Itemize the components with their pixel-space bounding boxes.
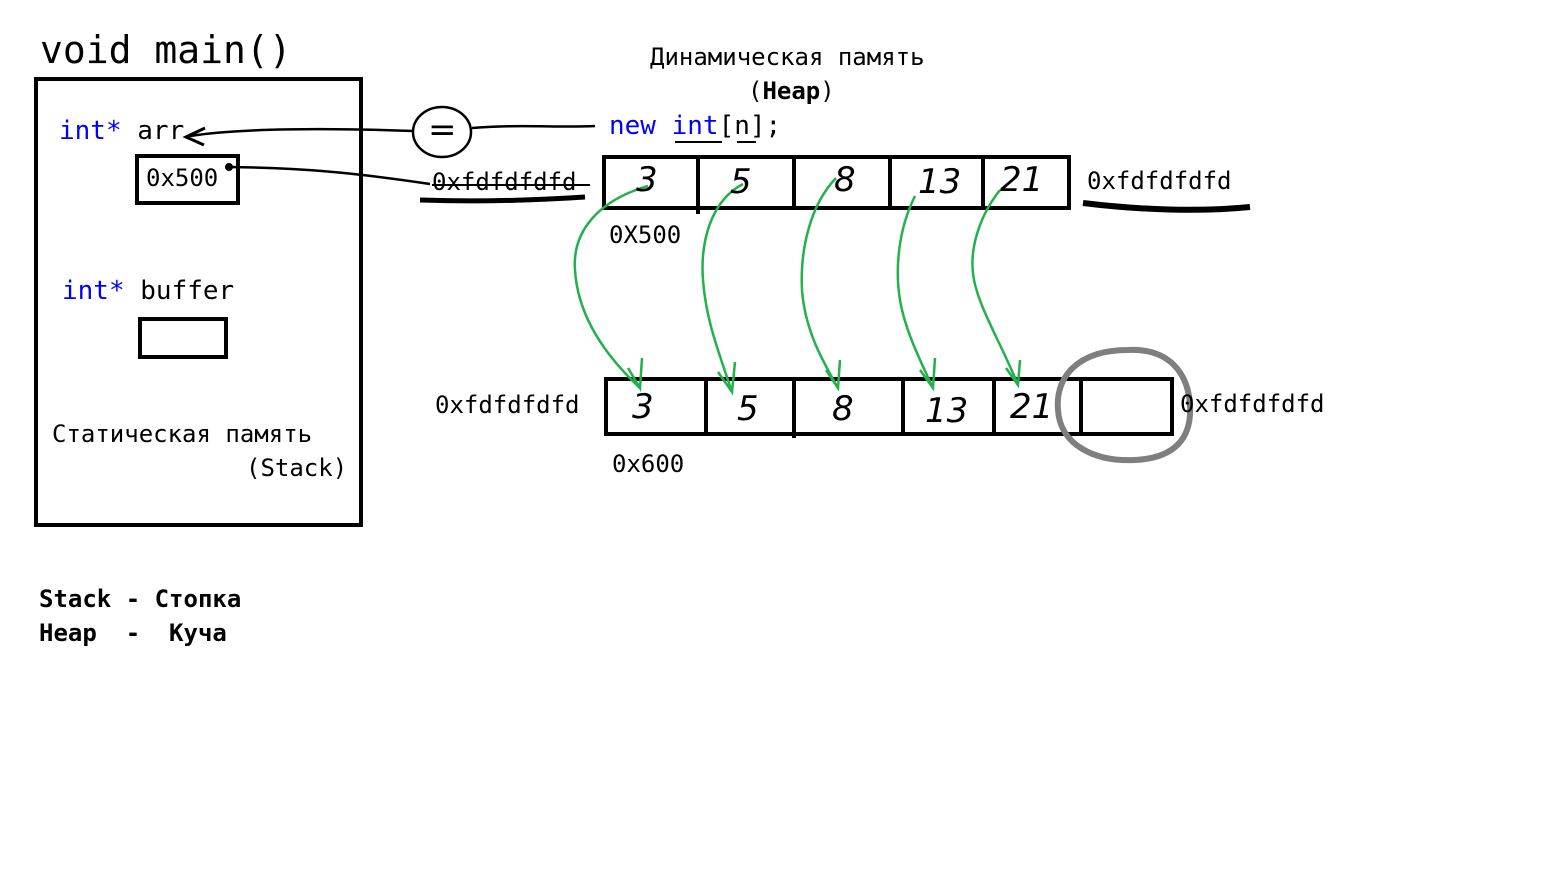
array2-cell-value: 3 bbox=[632, 387, 654, 427]
expr-new: new bbox=[609, 111, 656, 141]
left-guard-underline bbox=[419, 194, 586, 204]
empty-cell-highlight bbox=[1054, 346, 1194, 464]
array2-guard-right: 0xfdfdfdfd bbox=[1180, 390, 1325, 418]
expr-n: n bbox=[734, 111, 750, 141]
stack-label-line1: Статическая память bbox=[52, 420, 313, 448]
array1-address: 0X500 bbox=[609, 221, 682, 249]
copy-arrows bbox=[573, 177, 1022, 396]
array1-cell-value: 21 bbox=[1000, 160, 1044, 200]
array2-cell-value: 5 bbox=[737, 389, 759, 429]
array2-cell-value: 8 bbox=[832, 389, 854, 429]
expr-open: [ bbox=[718, 111, 735, 141]
array1-guard-left: 0xfdfdfdfd bbox=[432, 168, 577, 196]
assign-arrow-head bbox=[182, 126, 206, 147]
heap-word: Heap bbox=[762, 77, 821, 105]
equals-sign: = bbox=[428, 110, 457, 150]
right-guard-underline bbox=[1082, 200, 1251, 213]
heap-paren-open: ( bbox=[748, 77, 763, 105]
heap-label-line1: Динамическая память bbox=[650, 43, 925, 71]
heap-array-2-cells bbox=[604, 377, 1174, 438]
arr-value-box bbox=[135, 154, 240, 205]
array2-cell-value: 13 bbox=[925, 391, 969, 431]
expr-close: ]; bbox=[749, 111, 782, 141]
pointer-line bbox=[228, 165, 431, 186]
buffer-type: int* bbox=[62, 276, 125, 306]
glossary-stack: Stack - Стопка bbox=[39, 585, 242, 613]
buffer-declaration: int* buffer bbox=[62, 276, 234, 306]
array2-guard-left: 0xfdfdfdfd bbox=[435, 391, 580, 419]
heap-array-1-cells bbox=[602, 155, 1071, 214]
stack-frame-box bbox=[34, 77, 363, 527]
glossary-heap: Heap - Куча bbox=[39, 619, 227, 647]
assign-arrow-line-right bbox=[471, 124, 596, 130]
heap-paren-close: ) bbox=[820, 77, 835, 105]
arr-type: int* bbox=[59, 116, 122, 146]
buffer-value-box bbox=[138, 317, 228, 359]
new-expression: new int[n]; bbox=[609, 111, 781, 141]
array1-cell-value: 13 bbox=[918, 162, 962, 202]
assign-arrow-line-left bbox=[189, 127, 414, 138]
expr-int: int bbox=[671, 111, 719, 141]
array1-cell-value: 3 bbox=[636, 160, 658, 200]
arr-declaration: int* arr bbox=[59, 116, 184, 146]
arr-value: 0x500 bbox=[146, 164, 219, 192]
array1-guard-right: 0xfdfdfdfd bbox=[1087, 167, 1232, 195]
equals-ellipse bbox=[411, 105, 473, 159]
array2-address: 0x600 bbox=[612, 450, 685, 478]
heap-label-line2: (Heap) bbox=[748, 77, 835, 105]
array2-cell-value: 21 bbox=[1010, 387, 1054, 427]
stack-label-line2: (Stack) bbox=[246, 454, 348, 482]
arr-name: arr bbox=[137, 116, 185, 146]
buffer-name: buffer bbox=[140, 276, 235, 306]
array1-cell-value: 8 bbox=[834, 160, 856, 200]
array1-cell-value: 5 bbox=[730, 162, 752, 202]
function-title: void main() bbox=[40, 28, 292, 72]
